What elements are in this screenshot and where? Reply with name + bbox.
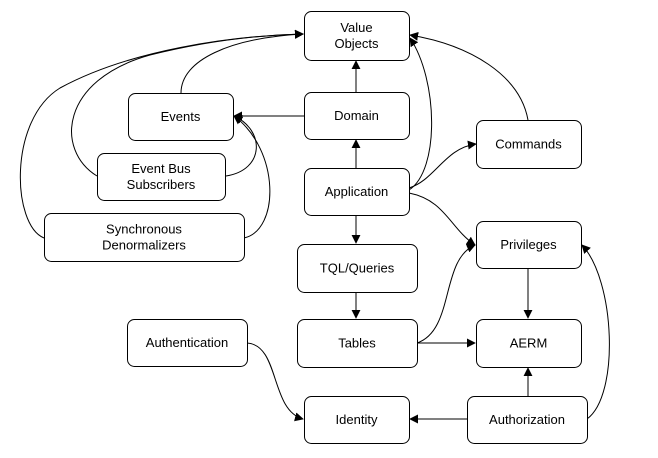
node-label-commands: Commands [495,137,562,152]
node-label-value-objects: Objects [334,36,379,51]
edges-layer [19,29,610,424]
node-box-domain [304,92,410,140]
node-label-value-objects: Value [340,20,372,35]
node-tables: Tables [297,319,418,368]
node-label-event-bus-subscribers: Subscribers [127,177,196,192]
edge-synchronous-denormalizers-to-events [233,115,271,239]
node-box-identity [304,396,410,444]
node-label-application: Application [325,184,389,199]
node-label-synchronous-denormalizers: Denormalizers [102,238,186,253]
edge-authentication-to-identity [246,342,304,422]
node-label-authorization: Authorization [489,412,565,427]
node-aerm: AERM [476,319,582,368]
node-authentication: Authentication [127,319,248,367]
node-box-application [304,168,410,216]
node-label-events: Events [161,109,201,124]
node-label-synchronous-denormalizers: Synchronous [106,222,182,237]
node-box-privileges [476,221,582,269]
node-privileges: Privileges [476,221,582,269]
node-box-events [128,93,234,141]
node-box-aerm [476,319,582,368]
edge-tables-to-privileges [416,244,476,344]
node-box-commands [476,120,582,169]
node-label-privileges: Privileges [500,237,557,252]
edge-authorization-to-privileges [581,244,610,420]
node-box-tql-queries [297,244,418,293]
node-label-domain: Domain [334,108,379,123]
node-label-identity: Identity [336,412,378,427]
node-box-tables [297,319,418,368]
node-label-event-bus-subscribers: Event Bus [131,161,191,176]
edge-application-to-commands [408,140,477,189]
node-box-event-bus-subscribers [97,153,226,201]
node-commands: Commands [476,120,582,169]
node-label-aerm: AERM [510,336,548,351]
node-label-tql-queries: TQL/Queries [320,261,395,276]
node-label-tables: Tables [338,336,376,351]
node-label-authentication: Authentication [146,335,228,350]
node-events: Events [128,93,234,141]
edge-commands-to-value-objects [409,31,529,121]
edge-events-to-value-objects [180,29,304,94]
edge-application-to-privileges [408,192,476,246]
node-authorization: Authorization [467,396,588,444]
node-identity: Identity [304,396,410,444]
node-box-authorization [467,396,588,444]
node-domain: Domain [304,92,410,140]
node-box-value-objects [304,11,410,61]
node-application: Application [304,168,410,216]
edge-synchronous-denormalizers-to-value-objects [19,29,304,239]
node-box-authentication [127,319,248,367]
node-tql-queries: TQL/Queries [297,244,418,293]
edge-application-to-value-objects [408,37,433,191]
node-box-synchronous-denormalizers [44,213,245,262]
